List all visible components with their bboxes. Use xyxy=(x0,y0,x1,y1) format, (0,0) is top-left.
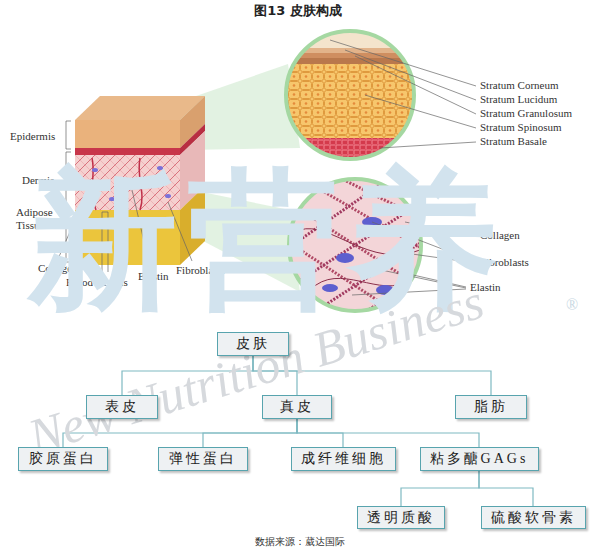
part-label: Stratum Lucidum xyxy=(480,93,557,106)
tree-box: 粘多醣GAGs xyxy=(420,447,539,471)
tree-connector xyxy=(297,419,479,447)
tree-box: 真皮 xyxy=(262,395,332,419)
tree-box: 弹性蛋白 xyxy=(158,447,248,471)
tree-box: 硫酸软骨素 xyxy=(481,506,586,529)
chart-title: 图13 皮肤构成 xyxy=(0,3,596,19)
tree-connector xyxy=(203,419,297,447)
layer-bracket xyxy=(66,121,71,149)
tree-connector xyxy=(401,471,479,506)
tree-connector xyxy=(479,471,533,506)
box-text: 胶原蛋白 xyxy=(29,451,97,467)
basal-layer xyxy=(75,148,180,155)
box-text: 成纤维细胞 xyxy=(301,451,386,467)
epidermis-layer xyxy=(75,120,180,148)
box-text: 弹性蛋白 xyxy=(169,451,237,467)
leader-line xyxy=(365,95,476,128)
stratum-corneum xyxy=(280,25,420,48)
leader-line xyxy=(345,50,476,100)
tree-box: 胶原蛋白 xyxy=(18,447,108,471)
box-text: 皮肤 xyxy=(236,336,270,352)
part-label: Stratum Corneum xyxy=(480,79,559,92)
tree-box: 脂肪 xyxy=(455,395,527,419)
layer-label: Epidermis xyxy=(10,130,55,143)
box-text: 粘多醣GAGs xyxy=(430,451,529,467)
tree-connector xyxy=(122,356,253,395)
tree-box: 表皮 xyxy=(86,395,158,419)
tree-box: 皮肤 xyxy=(217,332,289,356)
source-caption: 数据来源：葳达国际 xyxy=(0,535,596,548)
watermark: ® xyxy=(566,296,578,314)
part-label: Stratum Spinosum xyxy=(480,121,562,134)
box-text: 脂肪 xyxy=(474,399,508,415)
tree-connector xyxy=(63,419,297,447)
box-text: 表皮 xyxy=(105,399,139,415)
leader-line xyxy=(380,142,476,148)
epidermis-zoom xyxy=(280,25,420,163)
box-text: 透明质酸 xyxy=(367,510,435,526)
tree-connector xyxy=(253,356,491,395)
leader-line xyxy=(355,56,476,114)
zoom-circle xyxy=(286,31,414,159)
stratum-spinosum xyxy=(280,64,420,138)
tree-box: 成纤维细胞 xyxy=(291,447,396,471)
tree-connector xyxy=(253,356,297,395)
part-label: Stratum Granulosum xyxy=(480,107,572,120)
tree-box: 透明质酸 xyxy=(357,506,445,529)
box-text: 真皮 xyxy=(280,399,314,415)
part-label: Stratum Basale xyxy=(480,135,547,148)
box-text: 硫酸软骨素 xyxy=(491,510,576,526)
stratum-granulosum xyxy=(280,58,420,64)
